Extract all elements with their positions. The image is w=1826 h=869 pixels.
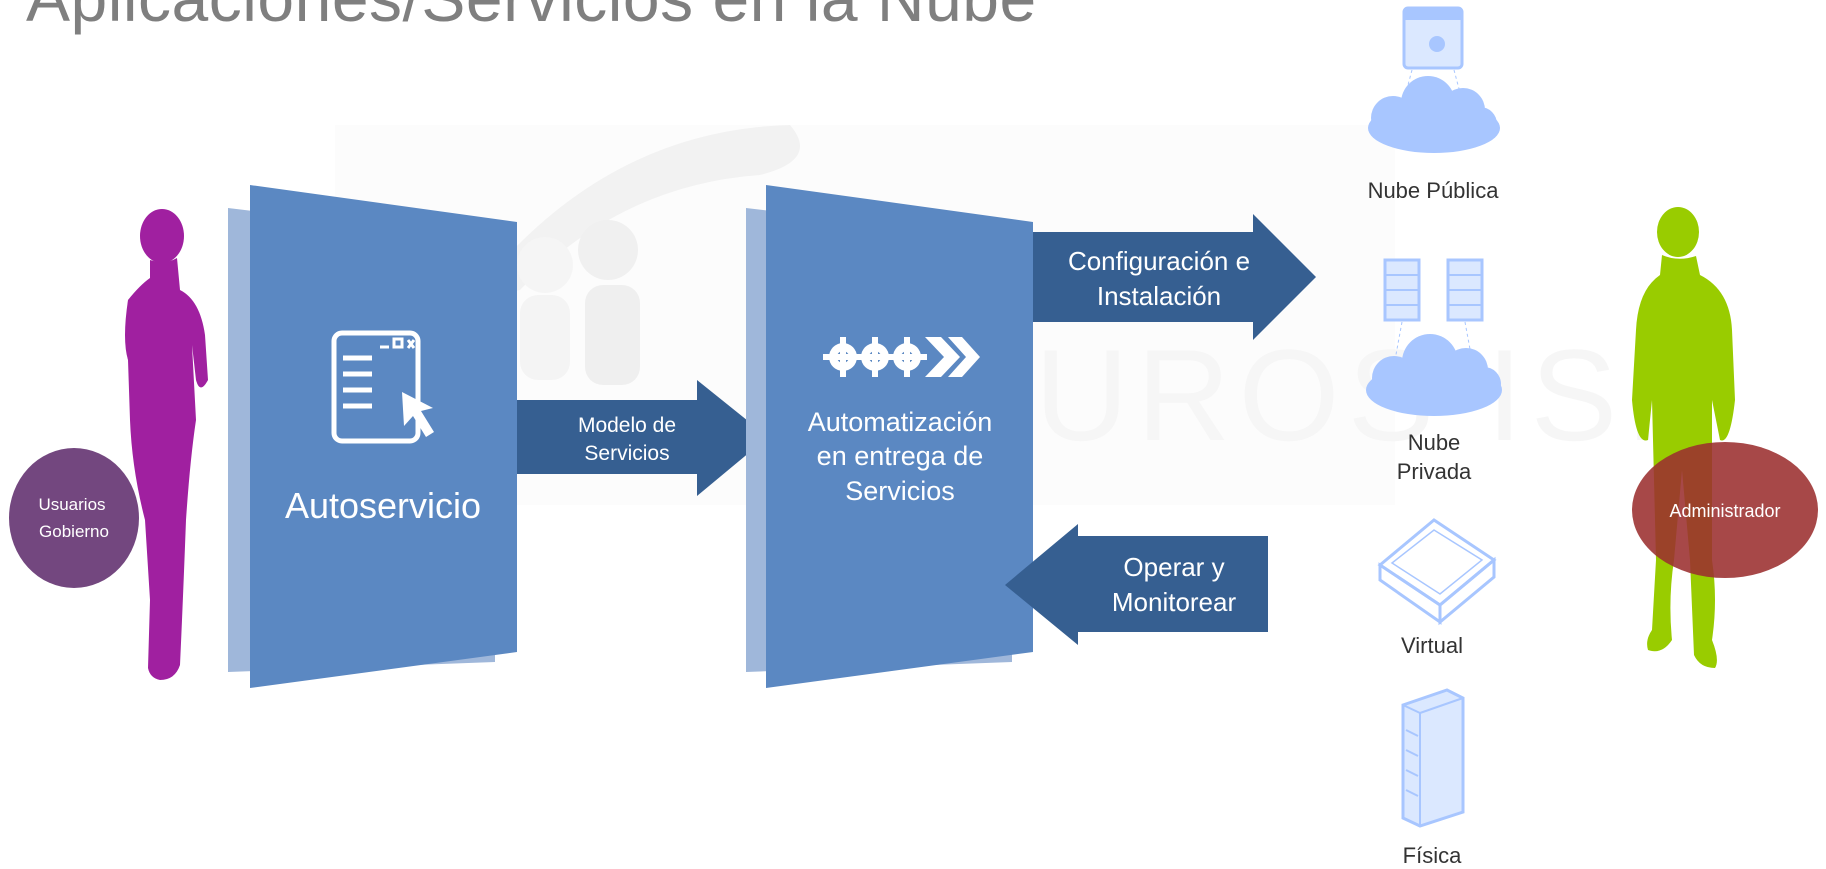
app-window-cursor-icon (331, 330, 421, 444)
watermark-text: EUROS ISI (940, 322, 1669, 468)
page-title: Aplicaciones/Servicios en la Nube (26, 0, 1037, 36)
service-model-line2: Servicios (584, 442, 669, 465)
cloud-browser-icon (1368, 6, 1500, 153)
physical-server-icon (1401, 688, 1465, 828)
operate-line2: Monitorear (1112, 587, 1237, 617)
operate-line1: Operar y (1123, 552, 1224, 582)
admin-label: Administrador (1669, 501, 1780, 521)
automation-label-line3: Servicios (845, 476, 955, 506)
cursor-icon (402, 392, 434, 437)
users-label-line1: Usuarios (38, 495, 105, 514)
config-line1: Configuración e (1068, 246, 1250, 276)
physical-target: Física (1401, 688, 1465, 868)
admin-silhouette (1632, 207, 1735, 668)
private-cloud-line2: Privada (1397, 459, 1472, 484)
automation-label-line1: Automatización (808, 407, 993, 437)
virtual-target: Virtual (1377, 518, 1497, 658)
virtual-server-icon (1377, 518, 1497, 626)
private-cloud-target: Nube Privada (1366, 258, 1502, 484)
automation-panel: Automatización en entrega de Servicios (746, 185, 1033, 688)
admin-badge: Administrador (1632, 442, 1818, 578)
self-service-panel: Autoservicio (228, 185, 517, 688)
cloud-servers-icon (1366, 258, 1502, 416)
public-cloud-target: Nube Pública (1368, 6, 1500, 203)
virtual-label: Virtual (1401, 633, 1463, 658)
self-service-label: Autoservicio (285, 485, 481, 526)
automation-label-line2: en entrega de (817, 441, 984, 471)
public-cloud-label: Nube Pública (1368, 178, 1500, 203)
users-label-line2: Gobierno (39, 522, 109, 541)
config-line2: Instalación (1097, 281, 1221, 311)
service-model-line1: Modelo de (578, 414, 676, 437)
gears-chevron-icon (823, 337, 980, 377)
users-badge: Usuarios Gobierno (9, 448, 139, 588)
config-arrow: Configuración e Instalación (1033, 214, 1316, 340)
physical-label: Física (1403, 843, 1462, 868)
service-model-arrow: Modelo de Servicios (517, 380, 768, 496)
private-cloud-line1: Nube (1408, 430, 1461, 455)
operate-arrow: Operar y Monitorear (1005, 524, 1268, 645)
users-silhouette (125, 209, 208, 680)
